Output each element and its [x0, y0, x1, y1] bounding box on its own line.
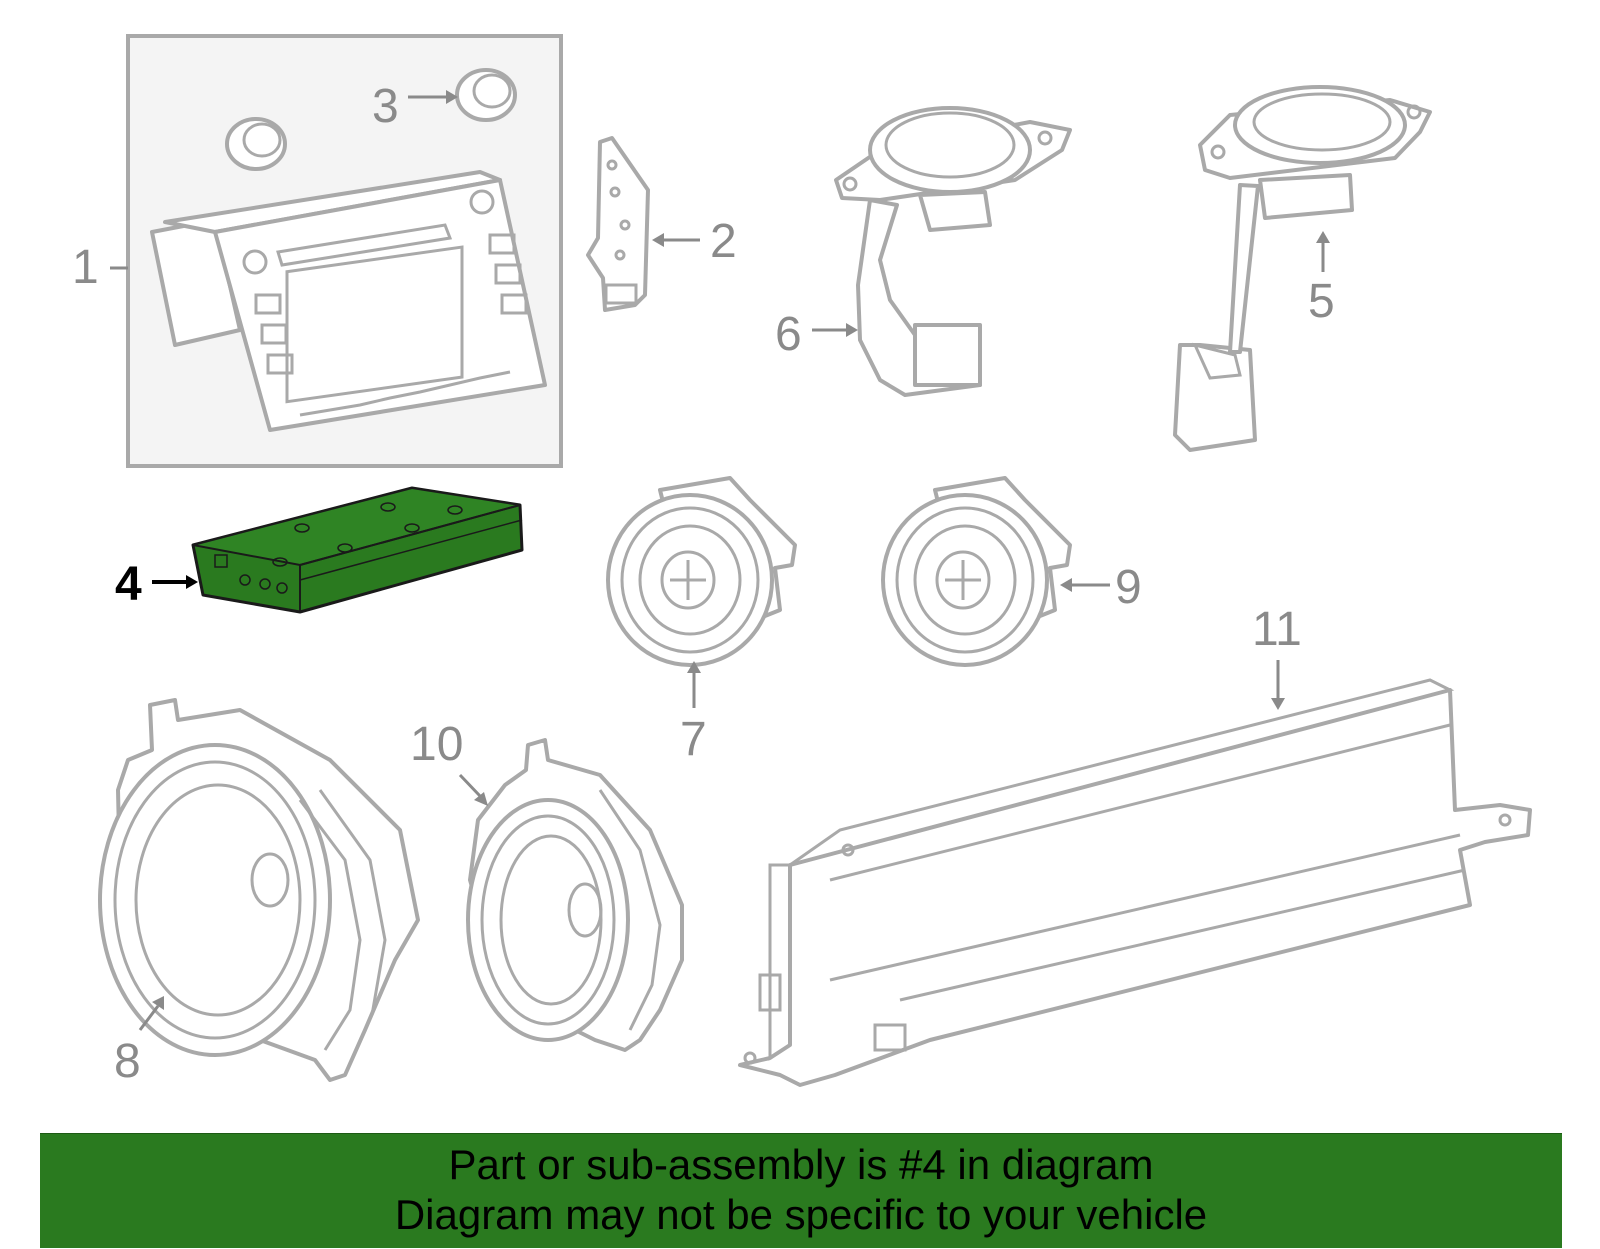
- callout-4: 4: [115, 558, 142, 611]
- callout-1: 1: [72, 241, 99, 294]
- part-5-tweeter[interactable]: [1173, 85, 1432, 452]
- callout-11: 11: [1252, 603, 1302, 656]
- arrow-5: [1316, 231, 1330, 243]
- part-10-speaker[interactable]: [466, 738, 684, 1052]
- callout-8: 8: [114, 1035, 141, 1088]
- arrow-11: [1271, 698, 1285, 710]
- callout-3: 3: [372, 80, 399, 133]
- part-4-amplifier-module[interactable]: [191, 486, 524, 614]
- info-banner: Part or sub-assembly is #4 in diagram Di…: [40, 1133, 1562, 1248]
- callout-2: 2: [710, 215, 737, 268]
- arrow-7: [687, 661, 701, 673]
- part-9-speaker[interactable]: [881, 476, 1072, 667]
- arrow-2: [652, 233, 664, 247]
- part-6-tweeter[interactable]: [834, 106, 1072, 397]
- arrow-4: [186, 575, 198, 589]
- arrow-8: [152, 996, 164, 1010]
- part-1-head-unit[interactable]: [150, 170, 547, 432]
- arrow-10: [474, 792, 488, 806]
- callout-7: 7: [680, 713, 707, 766]
- arrow-3: [446, 90, 458, 104]
- part-7-speaker[interactable]: [606, 476, 797, 667]
- part-8-speaker[interactable]: [98, 698, 420, 1082]
- callout-9: 9: [1115, 561, 1142, 614]
- arrow-6: [846, 323, 858, 337]
- callout-6: 6: [775, 308, 802, 361]
- callout-10: 10: [410, 718, 463, 771]
- leader-10: [458, 773, 482, 798]
- part-3-knob[interactable]: [225, 68, 517, 171]
- leader-8: [138, 1005, 160, 1031]
- arrow-9: [1060, 578, 1072, 592]
- part-2-bracket[interactable]: [586, 136, 650, 312]
- part-11-long-module[interactable]: [738, 678, 1532, 1087]
- banner-line-2: Diagram may not be specific to your vehi…: [394, 1191, 1208, 1238]
- banner-line-1: Part or sub-assembly is #4 in diagram: [448, 1141, 1154, 1188]
- callout-5: 5: [1308, 275, 1335, 328]
